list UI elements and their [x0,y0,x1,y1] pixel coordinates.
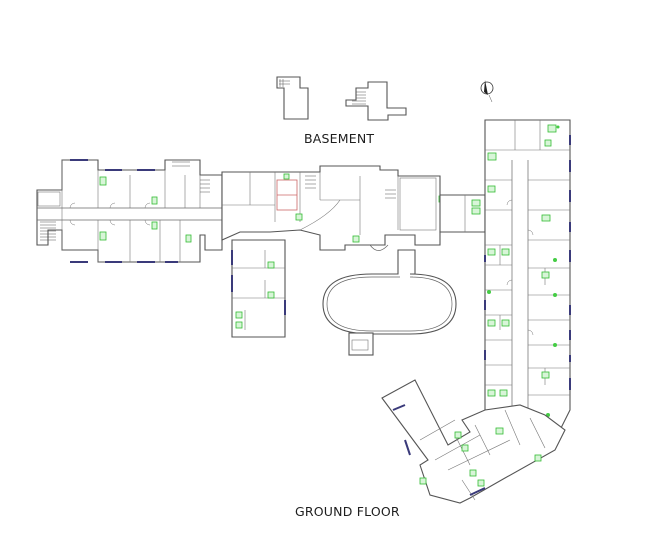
ground-floor-label: GROUND FLOOR [295,504,400,519]
basement-label: BASEMENT [304,131,375,146]
south-east-wing [381,379,566,504]
compass-north-arrow-icon [480,80,494,103]
ground-floor-plan [36,119,571,504]
basement-plan [276,76,407,121]
oval-courtyard [322,249,457,356]
